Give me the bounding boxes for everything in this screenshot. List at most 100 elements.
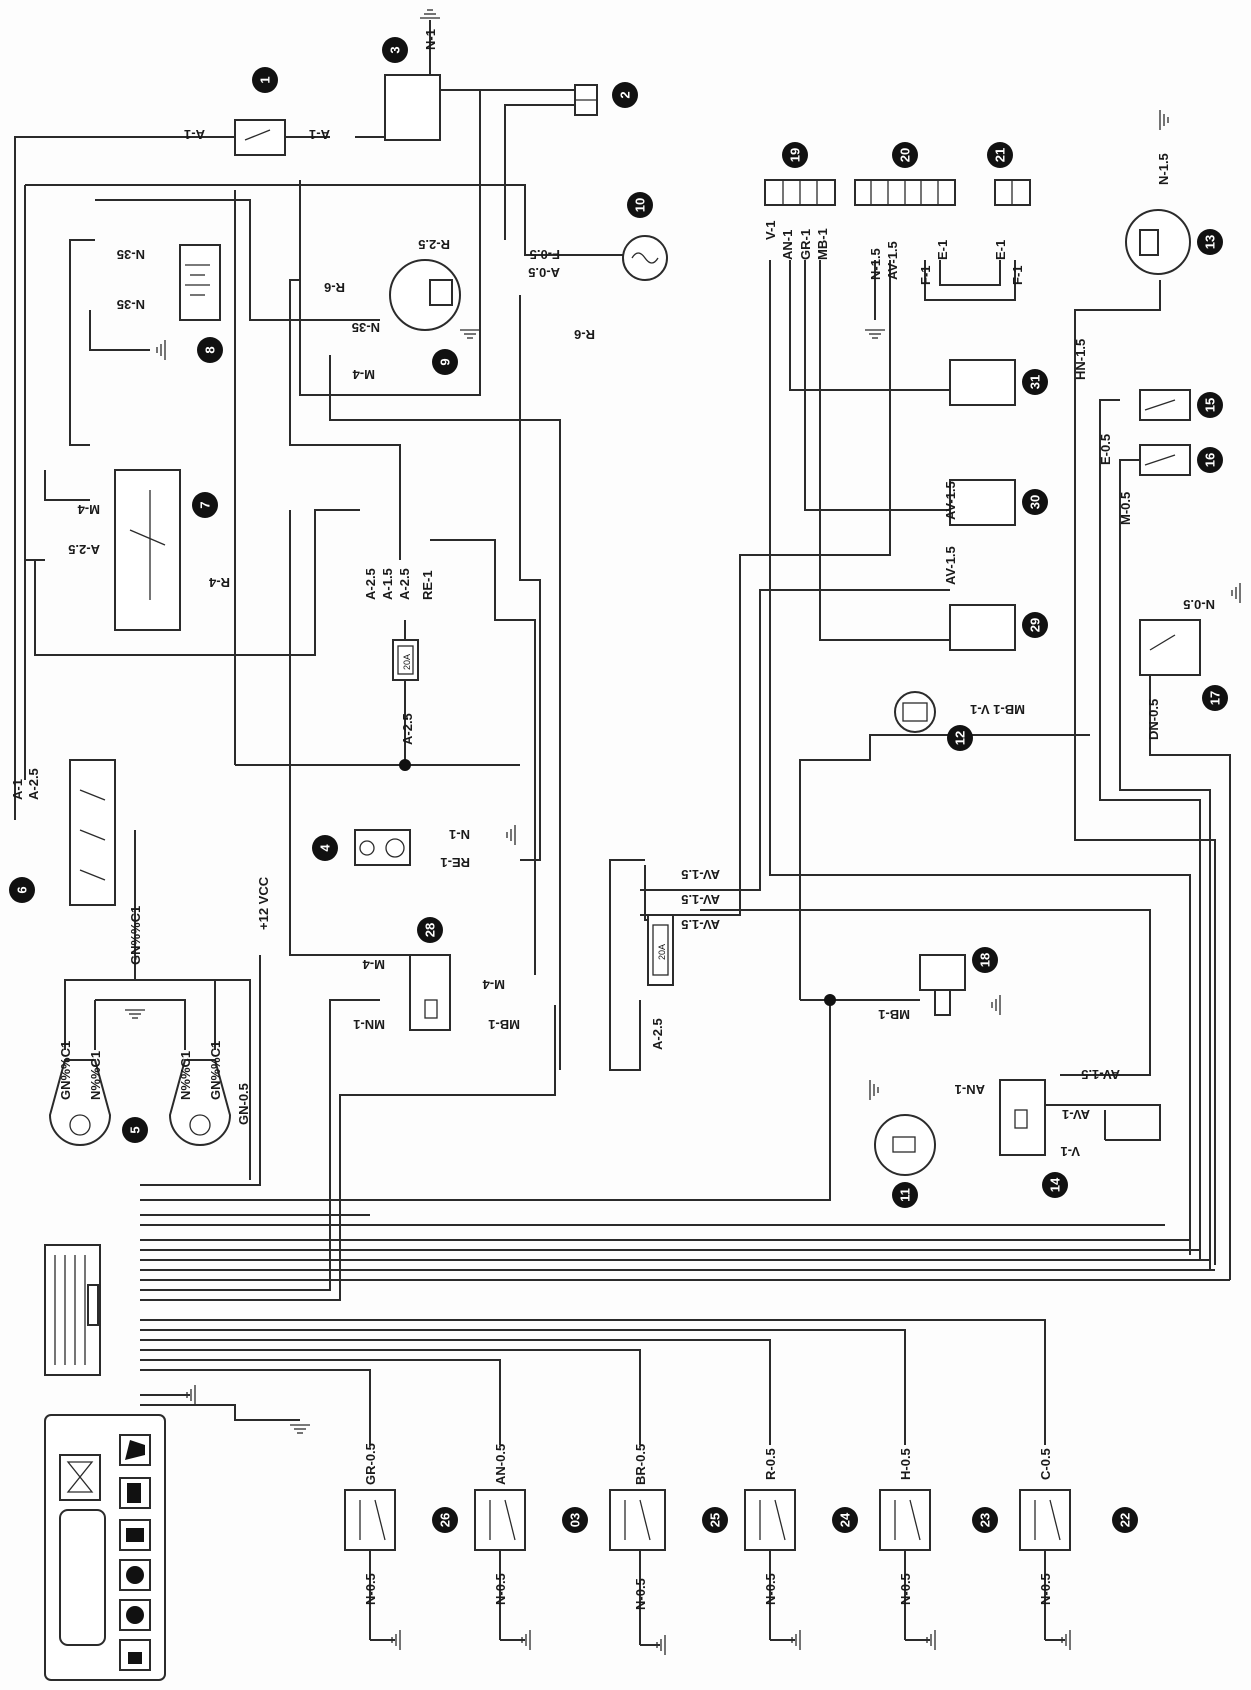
label-c19-3: GR-1	[798, 229, 813, 260]
component-battery-8	[179, 244, 221, 321]
label-fuse-rating: 20A	[402, 654, 412, 670]
badge-21: 21	[987, 142, 1013, 168]
label-c10-a: A-0.5	[528, 265, 560, 280]
badge-number: 12	[953, 731, 968, 745]
component-29	[949, 604, 1016, 651]
badge-number: 26	[438, 1513, 453, 1527]
component-switch-17	[1139, 619, 1201, 676]
label-c3: N-1	[423, 29, 438, 50]
label-c20-1: N-1.5	[868, 248, 883, 280]
label-c1-left: A-1	[184, 127, 205, 142]
label-c19-1: V-1	[763, 220, 778, 240]
badge-number: 2	[618, 91, 633, 98]
label-av-3: AV-1.5	[681, 917, 720, 932]
label-sw-bot-2: N-0.5	[493, 1573, 508, 1605]
badge-30: 30	[1022, 489, 1048, 515]
label-c9-n: N-35	[352, 320, 380, 335]
badge-19: 19	[782, 142, 808, 168]
badge-03: 03	[562, 1507, 588, 1533]
label-fuse-2: A-1.5	[380, 568, 395, 600]
badge-number: 21	[993, 148, 1008, 162]
label-c21-2: F-1	[1010, 266, 1025, 286]
label-c17-n: N-0.5	[1183, 597, 1215, 612]
label-fuse2: A-2.5	[650, 1018, 665, 1050]
label-c15: E-0.5	[1098, 434, 1113, 465]
badge-number: 3	[388, 46, 403, 53]
label-c20-2: AV-1.5	[885, 241, 900, 280]
parking-icon	[119, 1559, 151, 1591]
label-c14-2: AV-1	[1062, 1107, 1090, 1122]
component-motor-9	[389, 259, 461, 331]
label-sw-bot-3: N-0.5	[633, 1578, 648, 1610]
badge-6: 6	[9, 877, 35, 903]
switch-22	[1019, 1489, 1071, 1551]
badge-12: 12	[947, 725, 973, 751]
badge-number: 9	[438, 358, 453, 365]
badge-22: 22	[1112, 1507, 1138, 1533]
label-sw-bot-4: N-0.5	[763, 1573, 778, 1605]
label-sw-bot-6: N-0.5	[1038, 1573, 1053, 1605]
label-c30: AV-1.5	[943, 481, 958, 520]
wire-labels: A-1 A-1 N-1 N-35 N-35 R-2.5 R-6 N-35 M-4…	[10, 29, 1215, 1610]
badge-26: 26	[432, 1507, 458, 1533]
wire-network	[14, 20, 1231, 1445]
label-sw-top-2: AN-0.5	[493, 1444, 508, 1485]
label-fuse-1: A-2.5	[363, 568, 378, 600]
label-c29: AV-1.5	[943, 546, 958, 585]
badge-number: 28	[423, 923, 438, 937]
component-relay-14	[999, 1079, 1046, 1156]
component-31	[949, 359, 1016, 406]
component-20-connector	[854, 179, 956, 206]
badge-number: 15	[1203, 398, 1218, 412]
badge-15: 15	[1197, 392, 1223, 418]
badge-number: 10	[633, 198, 648, 212]
label-sw-bot-1: N-0.5	[363, 1573, 378, 1605]
component-fuse-2	[647, 914, 674, 986]
label-c6-a1: A-1	[10, 779, 25, 800]
label-c16: M-0.5	[1118, 492, 1133, 525]
label-sw-top-3: BR-0.5	[633, 1444, 648, 1485]
component-headlamps-5	[48, 1059, 232, 1146]
badge-20: 20	[892, 142, 918, 168]
label-c18: MB-1	[878, 1007, 910, 1022]
fan-icon	[119, 1599, 151, 1631]
badge-5: 5	[122, 1117, 148, 1143]
badge-8: 8	[197, 337, 223, 363]
label-c11: AN-1	[955, 1082, 985, 1097]
badge-number: 7	[198, 501, 213, 508]
label-c8-a: N-35	[117, 247, 145, 262]
badge-17: 17	[1202, 685, 1228, 711]
component-sensor-18	[919, 954, 966, 1016]
component-lamp-4	[354, 829, 411, 866]
badge-31: 31	[1022, 369, 1048, 395]
badge-1: 1	[252, 67, 278, 93]
badge-number: 14	[1048, 1177, 1063, 1192]
label-c28-1: M-4	[362, 957, 385, 972]
component-switch-6	[69, 759, 116, 906]
label-c10-r: R-6	[574, 327, 595, 342]
label-c28-3: MN-1	[353, 1017, 385, 1032]
label-c28-4: MB-1	[488, 1017, 520, 1032]
junction-dots	[399, 759, 836, 1006]
switch-24	[744, 1489, 796, 1551]
ecu-connector	[44, 1244, 101, 1376]
label-c1-right: A-1	[309, 127, 330, 142]
label-c9-top: R-2.5	[418, 237, 450, 252]
label-c7-r: R-4	[208, 575, 230, 590]
label-c9-m: M-4	[352, 367, 375, 382]
badge-24: 24	[832, 1507, 858, 1533]
badge-number: 30	[1028, 495, 1043, 509]
label-c7-m: M-4	[77, 502, 100, 517]
label-c20-3: F-1	[918, 266, 933, 286]
label-c6-a25: A-2.5	[26, 768, 41, 800]
badge-number: 20	[898, 148, 913, 162]
switch-03	[474, 1489, 526, 1551]
badge-number: 03	[568, 1513, 583, 1527]
badge-3: 3	[382, 37, 408, 63]
badge-28: 28	[417, 917, 443, 943]
label-c14-3: V-1	[1060, 1144, 1080, 1159]
component-3	[384, 74, 441, 141]
switch-26	[344, 1489, 396, 1551]
